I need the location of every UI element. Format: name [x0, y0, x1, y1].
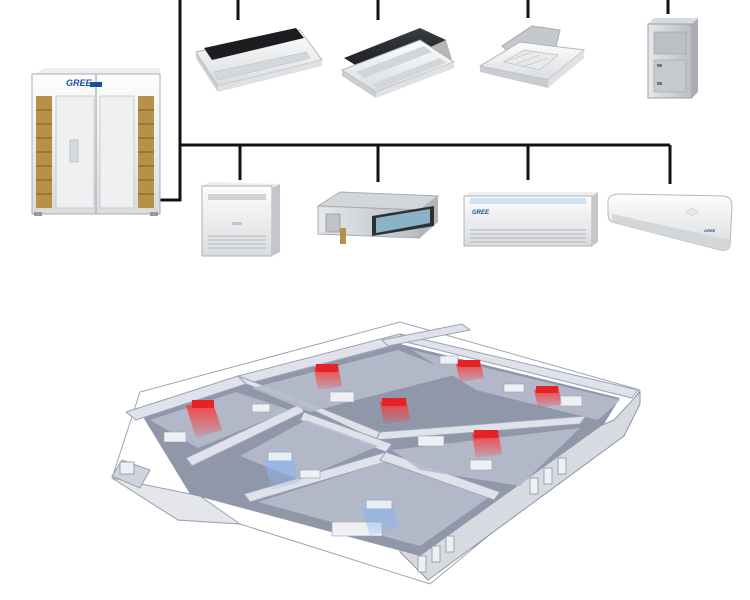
refrigerant-piping [160, 0, 672, 202]
heat-zone [186, 400, 222, 438]
four-way-cassette-unit [478, 25, 586, 88]
heat-zone [314, 364, 342, 390]
brand-logo-small: GREE [472, 210, 490, 216]
ducted-unit [316, 191, 440, 244]
one-way-cassette-unit [195, 28, 323, 92]
building-cutaway [111, 321, 641, 585]
pipe-outdoor-link [160, 0, 182, 202]
two-way-cassette-unit [340, 28, 456, 98]
cool-zone [264, 451, 300, 490]
cool-zone [362, 499, 400, 536]
wall-mounted-split-unit: GREE [607, 193, 733, 251]
ceiling-floor-unit: GREE [463, 192, 598, 247]
brand-logo: GREE [66, 78, 93, 88]
heat-zone [472, 430, 502, 458]
heat-zone [380, 398, 410, 424]
floor-console-unit [201, 182, 280, 257]
heat-zone [456, 360, 484, 382]
brand-badge [90, 82, 102, 87]
outdoor-unit: GREE [31, 68, 161, 216]
air-handler-unit [647, 18, 698, 99]
heat-zone [534, 386, 562, 408]
brand-logo-wall: GREE [704, 228, 716, 233]
